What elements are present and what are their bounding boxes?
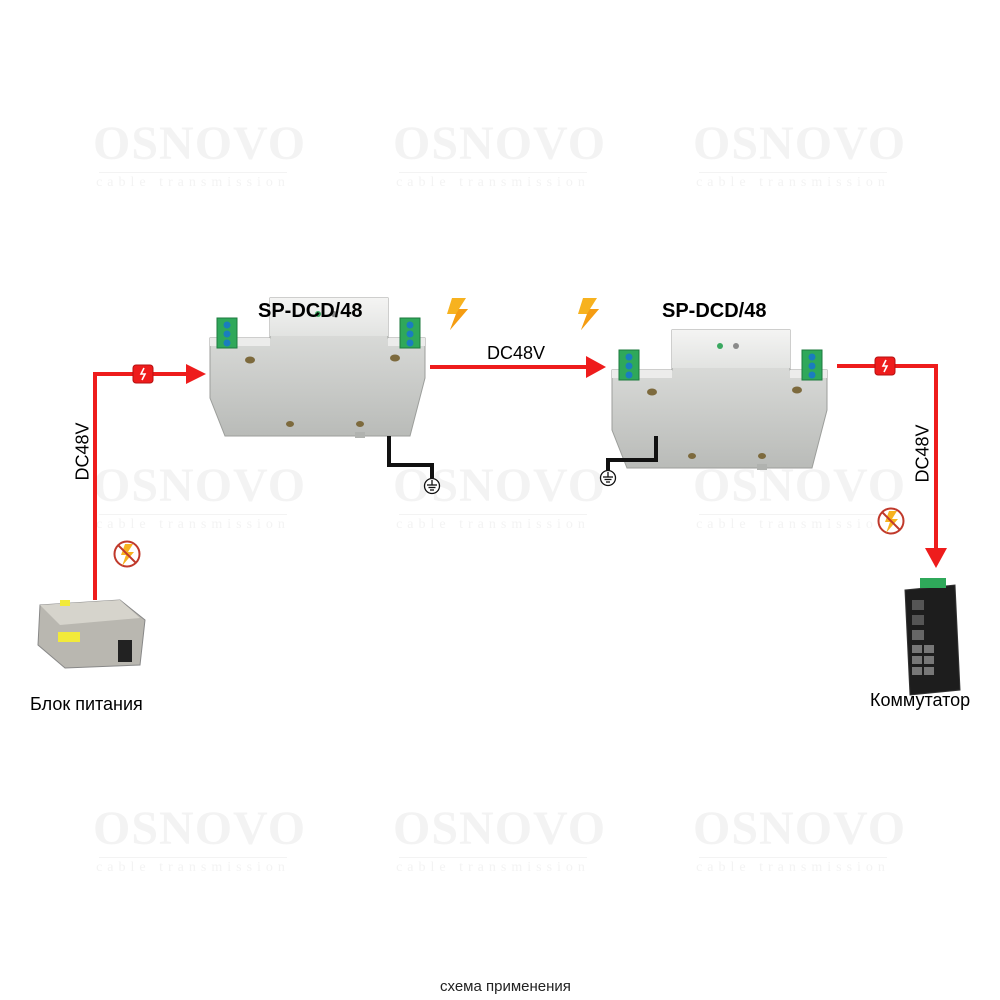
- lightning-icon: [578, 298, 599, 330]
- power-supply-image: [37, 599, 146, 669]
- left-voltage-label: DC48V: [72, 422, 93, 481]
- fuse-icon: [132, 364, 154, 384]
- wire-left: [93, 364, 206, 600]
- protector-2-title: SP-DCD/48: [662, 300, 767, 322]
- right-voltage-label: DC48V: [912, 424, 933, 483]
- ground-wire-1: [387, 436, 434, 478]
- switch-image: [904, 578, 961, 696]
- ground-icon: [423, 477, 441, 495]
- lightning-icon: [447, 298, 468, 330]
- power-supply-label: Блок питания: [30, 694, 143, 714]
- ground-wire-2: [606, 436, 658, 470]
- fuse-icon: [874, 356, 896, 376]
- middle-voltage-label: DC48V: [487, 343, 546, 363]
- protector-1-title: SP-DCD/48: [258, 300, 363, 322]
- wire-middle: [430, 356, 606, 378]
- no-surge-icon: [877, 507, 905, 535]
- switch-label: Коммутатор: [870, 690, 971, 710]
- no-surge-icon: [113, 540, 141, 568]
- ground-icon: [599, 469, 617, 487]
- diagram-caption: схема применения: [440, 978, 571, 995]
- wire-right: [837, 364, 947, 568]
- surge-protector-2: [611, 329, 828, 471]
